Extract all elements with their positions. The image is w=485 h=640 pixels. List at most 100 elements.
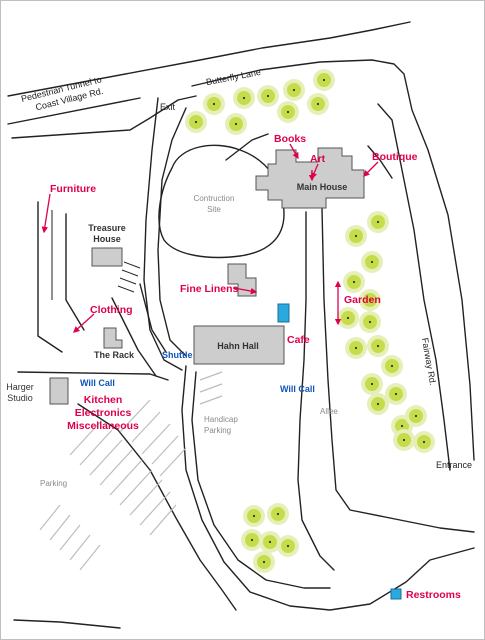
tree-trunk-dot [276,512,280,516]
tree-trunk-dot [316,102,320,106]
tree-trunk-dot [262,560,266,564]
tunnel-road-edge-upper [7,21,411,97]
rack-path-edge-b [139,283,167,353]
treasure-house-label-line1: Treasure [88,223,126,233]
shuttle-label: Shuttle [162,350,193,360]
loop-road-outer [181,365,475,611]
construction-site-area [158,144,285,259]
exit-label: Exit [160,102,176,112]
harger-path-edge [77,403,237,611]
main-house-drive-east [367,145,393,179]
treasure-house-building [91,247,123,267]
will-call-east-label: Will Call [280,384,315,394]
rack-path-edge-a [111,297,157,377]
hahn-hall-building [193,325,285,365]
tree-trunk-dot [370,382,374,386]
ramp-hatch [117,261,141,293]
tree-trunk-dot [252,514,256,518]
fine-linens-arrow [233,287,258,295]
tree-trunk-dot [194,120,198,124]
allee-west-edge [297,211,335,571]
handicap-label-line1: Handicap [204,415,238,424]
electronics-label: Electronics [75,407,132,419]
boutique-label: Boutique [372,151,418,163]
tree-trunk-dot [368,298,372,302]
tree-trunk-dot [368,320,372,324]
tree-trunk-dot [268,540,272,544]
harger-studio-label-line1: Harger [6,382,34,392]
tree-trunk-dot [402,438,406,442]
parking-label: Parking [40,479,67,488]
fairway-road-edge [377,103,451,471]
loop-road-inner [191,371,331,589]
tree-trunk-dot [234,122,238,126]
treasure-house-label-line2: House [93,234,121,244]
garden-label: Garden [344,294,381,306]
handicap-parking-stripes [199,371,223,405]
tree-trunk-dot [250,538,254,542]
main-house-drive-west [225,133,269,161]
hahn-hall-label: Hahn Hall [217,341,259,351]
books-label: Books [274,133,306,145]
tree-trunk-dot [414,414,418,418]
the-rack-building [103,327,123,349]
tree-trunk-dot [376,402,380,406]
tree-trunk-dot [286,110,290,114]
exit-road-west-edge [157,107,187,357]
furniture-arrow [41,193,51,234]
handicap-label-line2: Parking [204,426,231,435]
tree-trunk-dot [322,78,326,82]
restrooms-legend-label: Restrooms [406,589,461,601]
tree-trunk-dot [354,346,358,350]
tree-trunk-dot [422,440,426,444]
boutique-arrow [363,161,379,177]
west-edge-lower [13,619,121,629]
restrooms-legend-icon [390,588,402,600]
will-call-west-label: Will Call [80,378,115,388]
tree-trunk-dot [354,234,358,238]
tree-trunk-dot [212,102,216,106]
tree-trunk-dot [376,344,380,348]
tree-trunk-dot [376,220,380,224]
kitchen-label: Kitchen [84,394,123,406]
cafe-restroom-marker [277,303,290,323]
south-lot-edge [17,371,169,381]
north-path-west-edge [11,95,197,139]
construction-label-line2: Site [207,205,221,214]
trees-group [185,69,435,573]
butterfly-lane-label: Butterfly Lane [205,67,261,87]
allee-east-edge [321,207,475,533]
clothing-label: Clothing [90,304,133,316]
tree-trunk-dot [394,392,398,396]
fine-linens-building [227,263,257,297]
fine-linens-label: Fine Linens [180,283,239,295]
tree-trunk-dot [390,364,394,368]
harger-studio-label-line2: Studio [7,393,33,403]
the-rack-label: The Rack [94,350,135,360]
harger-studio-building [49,377,69,405]
tree-trunk-dot [292,88,296,92]
tree-trunk-dot [400,424,404,428]
tree-trunk-dot [346,316,350,320]
west-lot-edge-b [65,213,85,331]
tree-trunk-dot [242,96,246,100]
butterfly-lane-edge [191,59,475,461]
tree-trunk-dot [352,280,356,284]
tree-trunk-dot [286,544,290,548]
tree-trunk-dot [266,94,270,98]
west-lot-edge-a [37,201,63,353]
entrance-label: Entrance [436,460,472,470]
main-house-label: Main House [297,182,348,192]
furniture-label: Furniture [50,183,96,195]
tree-trunk-dot [370,260,374,264]
miscellaneous-label: Miscellaneous [67,420,139,432]
clothing-arrow [73,313,95,333]
cafe-label: Cafe [287,334,310,346]
parking-stripes [39,399,187,571]
construction-label-line1: Contruction [194,194,235,203]
tunnel-road-edge-lower [7,97,141,125]
allee-label: Allee [320,407,338,416]
fairway-rd-label: Fairway Rd. [420,337,438,386]
